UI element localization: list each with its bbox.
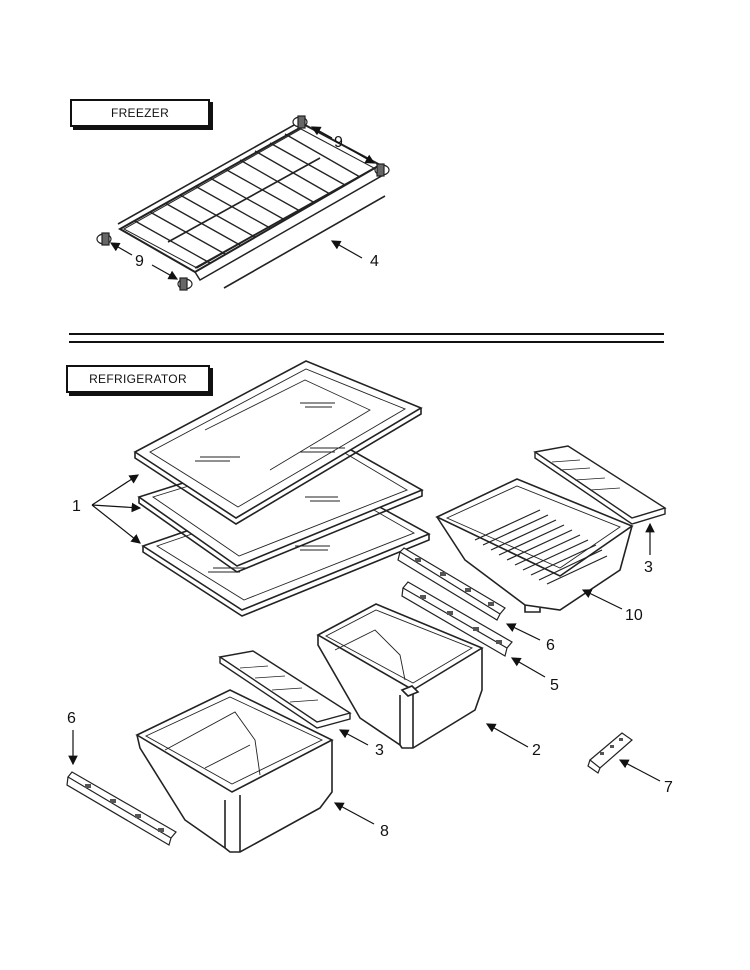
callout-7: 7 — [664, 779, 673, 796]
bracket-left — [66, 771, 177, 846]
freezer-section-label: FREEZER — [70, 99, 210, 127]
crisper-pan-middle — [316, 603, 484, 749]
freezer-shelf-supports — [96, 115, 390, 291]
bracket-leaders — [505, 623, 546, 678]
crisper-pan-left — [135, 689, 334, 853]
left-cover-leader — [338, 729, 369, 746]
callout-6-left: 6 — [67, 710, 76, 727]
callout-2: 2 — [532, 742, 541, 759]
clip — [587, 732, 633, 774]
bracket-upper — [397, 547, 506, 621]
callout-6-upper: 6 — [546, 637, 555, 654]
refrigerator-section-label: REFRIGERATOR — [66, 365, 210, 393]
section-divider-top — [69, 333, 664, 335]
callout-9-bottom: 9 — [135, 253, 144, 270]
left-pan-leader — [333, 802, 375, 825]
callout-8: 8 — [380, 823, 389, 840]
bracket-rail — [401, 581, 513, 657]
callout-9-top: 9 — [334, 134, 343, 151]
freezer-wire-shelf — [117, 119, 387, 289]
callout-1-leaders — [91, 474, 142, 544]
callout-4: 4 — [370, 253, 379, 270]
callout-3-right: 3 — [644, 559, 653, 576]
crisper-cover-left — [218, 650, 352, 729]
callout-5: 5 — [550, 677, 559, 694]
clip-leader — [618, 759, 661, 782]
right-leaders — [581, 522, 655, 610]
middle-leaders — [485, 723, 529, 748]
callout-1: 1 — [72, 498, 81, 515]
glass-shelves — [133, 360, 431, 617]
freezer-leader-lines — [109, 126, 376, 280]
callout-10: 10 — [625, 607, 643, 624]
callout-3-left: 3 — [375, 742, 384, 759]
section-divider-bottom — [69, 341, 664, 343]
pan-right — [435, 478, 634, 613]
pan-cover-right — [533, 445, 667, 525]
